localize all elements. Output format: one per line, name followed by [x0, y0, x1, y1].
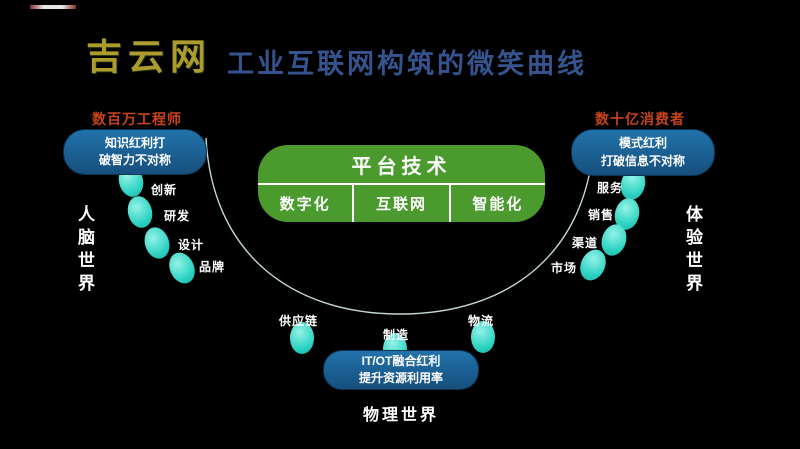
right-world-label: 体验世界 [683, 205, 702, 297]
node-label-sales: 销售 [588, 208, 615, 222]
top-left-marker-bar [30, 5, 76, 9]
right-benefit-box: 模式红利 打破信息不对称 [571, 129, 715, 176]
bottom-benefit-box: IT/OT融合红利 提升资源利用率 [323, 350, 479, 390]
node-label-manufacturing: 制造 [383, 328, 410, 342]
left-benefit-line1: 知识红利打 [104, 135, 165, 150]
left-benefit-box: 知识红利打 破智力不对称 [63, 129, 207, 175]
node-label-innovation: 创新 [151, 183, 178, 197]
bottom-benefit-line2: 提升资源利用率 [358, 371, 443, 385]
platform-title: 平台技术 [351, 155, 452, 178]
platform-cells-row: 数字化 互联网 智能化 [258, 183, 545, 222]
right-section-header: 数十亿消费者 [595, 111, 685, 127]
node-label-supply-chain: 供应链 [279, 314, 319, 328]
bottom-benefit-line1: IT/OT融合红利 [361, 353, 441, 368]
right-benefit-line2: 打破信息不对称 [600, 153, 685, 168]
node-label-service: 服务 [597, 181, 624, 195]
node-label-logistics: 物流 [468, 314, 495, 328]
right-benefit-line1: 模式红利 [618, 136, 667, 151]
platform-box: 平台技术 数字化 互联网 智能化 [258, 145, 545, 222]
platform-cell-internet: 互联网 [352, 185, 448, 222]
logo: 吉云网 [86, 36, 213, 77]
left-world-label: 人脑世界 [75, 205, 94, 297]
platform-cell-intelligence: 智能化 [448, 185, 545, 222]
node-label-market: 市场 [551, 261, 578, 275]
platform-cell-digitalization: 数字化 [279, 196, 331, 213]
node-ellipse-supply-chain [290, 322, 314, 354]
node-label-design: 设计 [178, 238, 205, 252]
page-title: 工业互联网构筑的微笑曲线 [227, 49, 587, 79]
node-label-brand: 品牌 [199, 260, 226, 274]
node-label-channel: 渠道 [572, 236, 599, 250]
node-ellipse-logistics [471, 321, 495, 353]
smile-curve-path [205, 137, 595, 315]
left-section-header: 数百万工程师 [92, 111, 182, 127]
left-benefit-line2: 破智力不对称 [98, 153, 171, 167]
node-label-rnd: 研发 [164, 209, 191, 223]
bottom-world-label: 物理世界 [363, 407, 440, 424]
